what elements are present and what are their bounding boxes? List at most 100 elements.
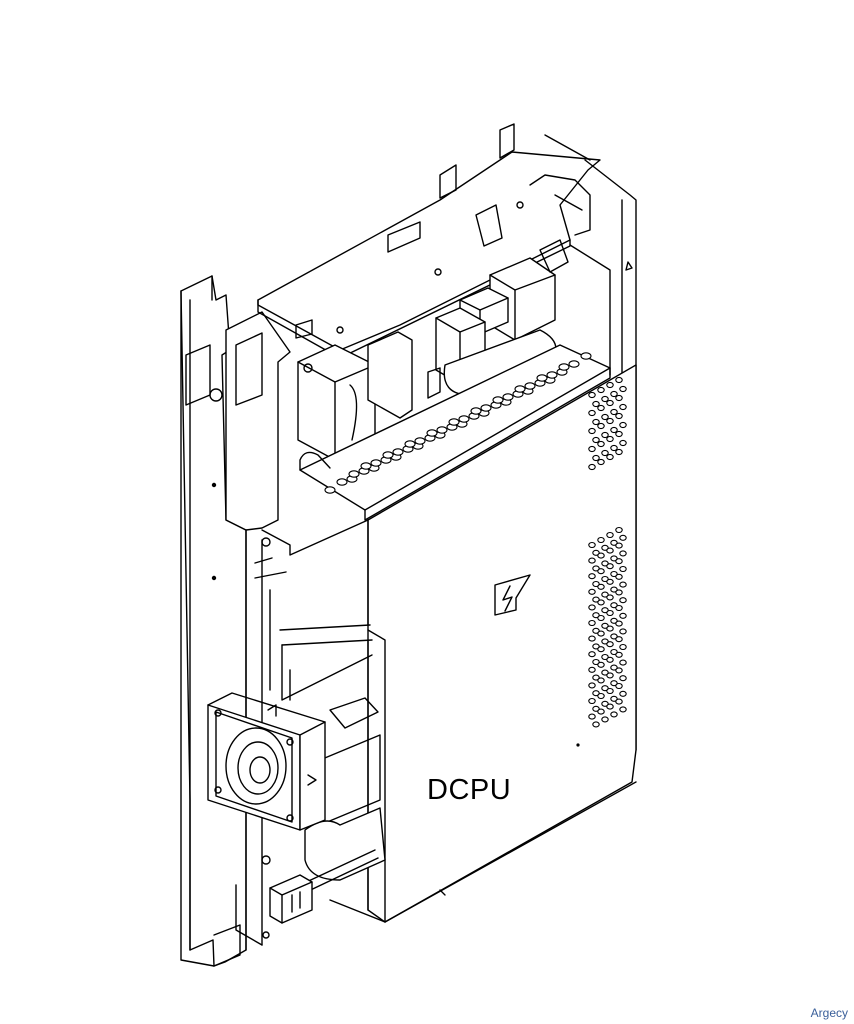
vent-hole (588, 427, 596, 435)
vent-hole (597, 646, 605, 653)
vent-hole (597, 599, 605, 606)
vent-hole (588, 635, 596, 642)
vent-hole (597, 458, 605, 466)
vent-hole (619, 690, 627, 697)
vent-hole (606, 381, 614, 389)
perforated-tray (299, 344, 611, 521)
bottom-connector (269, 874, 313, 924)
cable-area (279, 624, 386, 896)
vent-hole (601, 431, 609, 439)
vent-hole (615, 667, 623, 674)
vent-hole (597, 630, 605, 637)
top-cover-plate (257, 123, 601, 359)
vent-hole (492, 396, 504, 404)
vent-hole (588, 463, 596, 471)
vent-hole (615, 430, 623, 438)
vent-hole (588, 682, 596, 689)
vent-hole (619, 550, 627, 557)
vent-hole (606, 641, 614, 648)
vent-hole (536, 374, 548, 382)
vent-hole (606, 435, 614, 443)
vent-hole (615, 589, 623, 596)
vent-hole (592, 721, 600, 728)
vent-hole (597, 404, 605, 412)
vent-hole (597, 614, 605, 622)
vent-hole (619, 439, 627, 447)
vent-hole (615, 604, 623, 612)
vent-hole (610, 390, 618, 398)
vent-hole (414, 437, 426, 445)
vent-hole (458, 415, 470, 423)
vent-hole (588, 541, 596, 549)
vent-hole (426, 429, 438, 437)
vent-hole (619, 385, 627, 393)
vent-hole (606, 625, 614, 632)
vent-hole (610, 444, 618, 452)
vent-hole (448, 418, 460, 426)
vent-hole (610, 426, 618, 434)
vent-hole (615, 448, 623, 456)
vent-hole (615, 620, 623, 627)
vent-hole (597, 708, 605, 715)
vent-hole (606, 594, 614, 601)
vent-hole (601, 413, 609, 421)
vent-hole (606, 563, 614, 570)
vent-hole (615, 651, 623, 658)
vent-hole (336, 478, 348, 486)
vent-hole (619, 534, 627, 541)
vent-hole (436, 426, 448, 434)
vent-hole (588, 619, 596, 627)
vent-hole (592, 454, 600, 462)
vent-hole (588, 651, 596, 658)
vent-hole (619, 612, 627, 619)
vent-hole (348, 470, 360, 478)
vent-hole (615, 573, 623, 580)
vent-hole (480, 404, 492, 412)
vent-hole (606, 609, 614, 617)
vent-hole (597, 568, 605, 575)
vent-hole (392, 448, 404, 456)
high-voltage-warning-icon (494, 574, 531, 616)
vent-hole (619, 403, 627, 411)
vent-hole (610, 711, 618, 718)
vent-hole (615, 542, 623, 549)
vent-hole (597, 536, 605, 544)
vent-hole (597, 422, 605, 430)
vent-hole (580, 352, 592, 360)
component-label-dcpu: DCPU (427, 774, 512, 806)
vent-hole (615, 682, 623, 690)
vent-hole (615, 636, 623, 643)
vent-hole (606, 453, 614, 461)
vent-hole (610, 408, 618, 416)
vent-hole (619, 675, 627, 682)
vent-hole (597, 692, 605, 700)
vent-hole (619, 659, 627, 666)
vent-hole (601, 716, 609, 723)
vent-hole (597, 583, 605, 590)
pcb-components (297, 239, 569, 461)
vent-hole (597, 440, 605, 448)
vent-hole (619, 421, 627, 429)
vent-hole (606, 547, 614, 554)
vent-hole (592, 436, 600, 444)
vent-hole (588, 604, 596, 611)
vent-hole (360, 462, 372, 470)
vent-hole (588, 588, 596, 595)
vent-hole (588, 697, 596, 705)
vent-hole (597, 661, 605, 668)
vent-hole (601, 449, 609, 457)
vent-hole (619, 597, 627, 604)
vent-hole (606, 578, 614, 585)
vent-hole (592, 400, 600, 408)
vent-hole (619, 581, 627, 588)
vent-hole (597, 677, 605, 684)
vent-hole (404, 440, 416, 448)
vent-hole (601, 395, 609, 403)
vent-hole (588, 391, 596, 399)
vent-hole (546, 371, 558, 379)
vent-hole (514, 385, 526, 393)
vent-hole (558, 363, 570, 371)
vent-hole (606, 703, 614, 710)
vent-hole (606, 672, 614, 679)
